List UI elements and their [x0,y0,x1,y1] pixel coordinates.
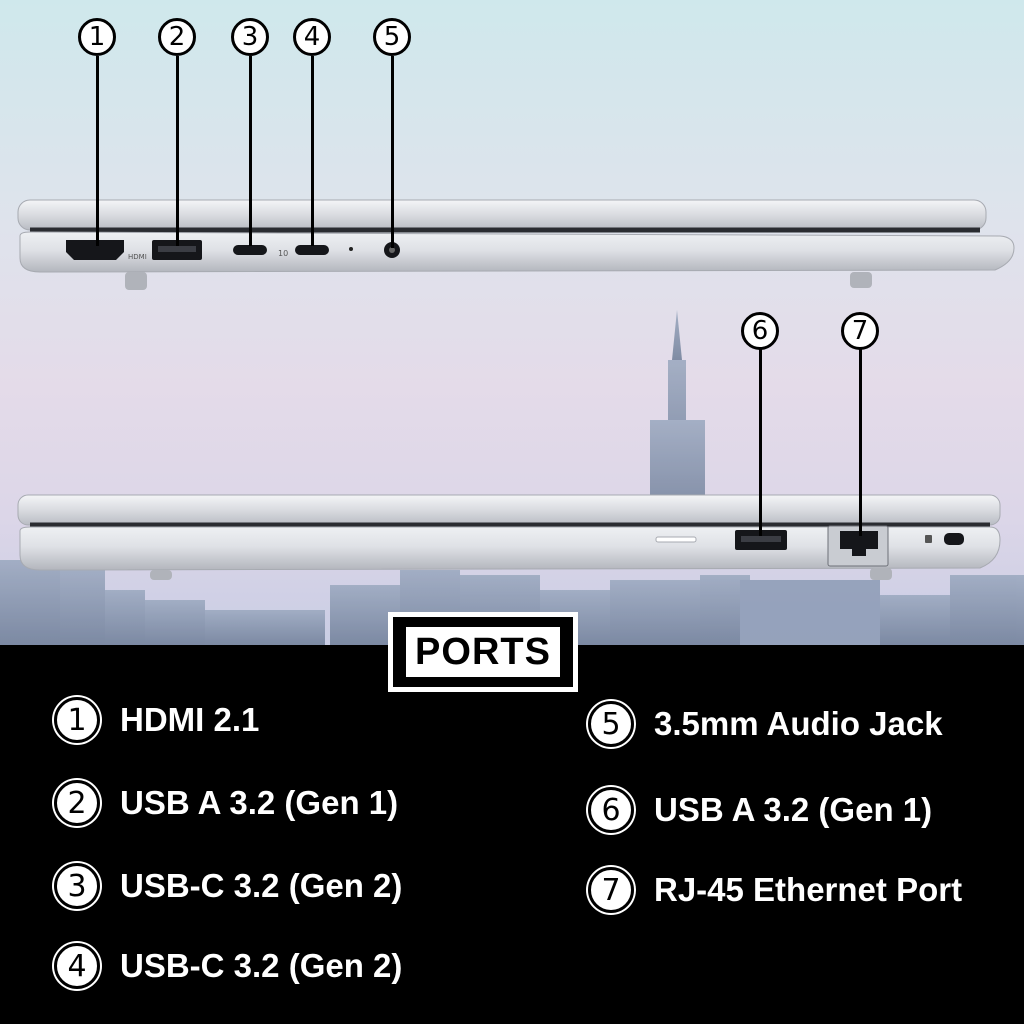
port-label-4: USB-C 3.2 (Gen 2) [120,947,403,984]
port-item-7: 7 RJ-45 Ethernet Port [588,867,962,913]
leader-line-1 [96,56,99,246]
port-number-3: 3 [54,863,100,909]
status-led [349,247,353,251]
port-label-2: USB A 3.2 (Gen 1) [120,784,399,821]
laptop-side-views-photo: HDMI 10 [0,0,1024,645]
leader-line-2 [176,56,179,246]
hdmi-port [66,240,124,260]
port-number-4: 4 [54,943,100,989]
port-label-7: RJ-45 Ethernet Port [654,871,963,908]
laptop-right-side [17,494,1001,580]
port-number-2: 2 [54,780,100,826]
callout-2: 2 [158,18,196,56]
sd-slot [655,536,697,543]
callout-4: 4 [293,18,331,56]
product-illustration: HDMI 10 [0,199,1024,645]
port-item-6: 6 USB A 3.2 (Gen 1) [588,787,932,833]
city-skyline [0,310,1024,645]
usb-c-speed-label: 10 [278,249,288,258]
callout-3: 3 [231,18,269,56]
leader-line-3 [249,56,252,246]
port-number-1: 1 [54,697,100,743]
callout-1: 1 [78,18,116,56]
usb-c-port-2 [295,245,329,255]
hdmi-port-label: HDMI [128,253,147,261]
port-number-5: 5 [588,701,634,747]
port-item-4: 4 USB-C 3.2 (Gen 2) [54,943,402,989]
ports-legend [0,645,1024,1024]
ports-title-frame: PORTS [388,612,578,692]
callout-5: 5 [373,18,411,56]
leader-line-4 [311,56,314,246]
laptop-left-side: HDMI 10 [17,199,1015,290]
callout-6: 6 [741,312,779,350]
port-label-6: USB A 3.2 (Gen 1) [654,791,933,828]
port-item-5: 5 3.5mm Audio Jack [588,701,943,747]
port-label-3: USB-C 3.2 (Gen 2) [120,867,403,904]
port-number-6: 6 [588,787,634,833]
port-label-1: HDMI 2.1 [120,701,260,738]
lock-slot [944,533,964,545]
ports-title: PORTS [403,624,563,680]
port-number-7: 7 [588,867,634,913]
leader-line-6 [759,348,762,536]
port-item-1: 1 HDMI 2.1 [54,697,259,743]
usb-c-port-1 [233,245,267,255]
port-item-2: 2 USB A 3.2 (Gen 1) [54,780,398,826]
leader-line-7 [859,348,862,536]
leader-line-5 [391,56,394,248]
port-item-3: 3 USB-C 3.2 (Gen 2) [54,863,402,909]
callout-7: 7 [841,312,879,350]
port-label-5: 3.5mm Audio Jack [654,705,943,742]
